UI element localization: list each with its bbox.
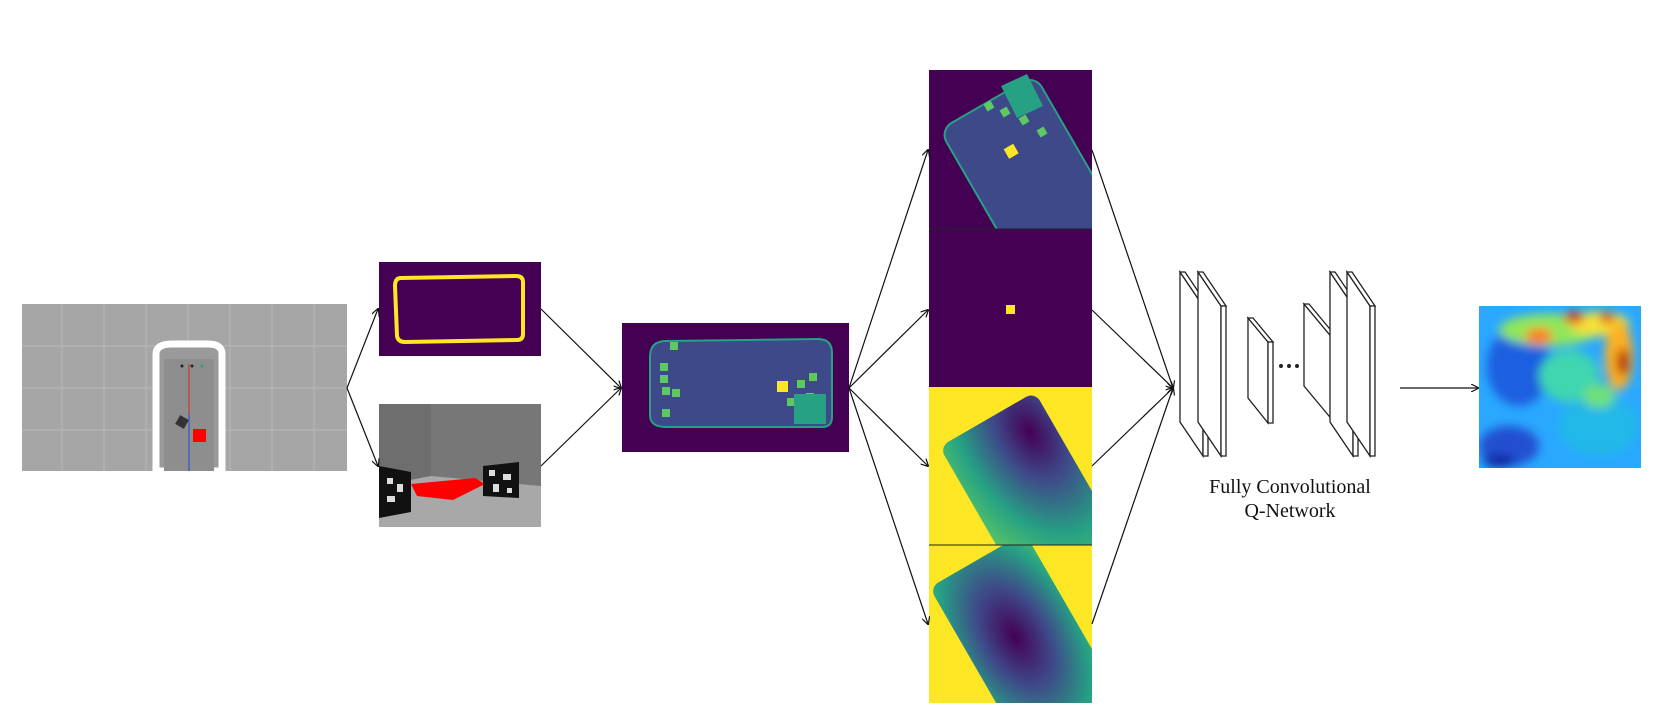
conv-layer-block — [1345, 269, 1377, 459]
distance-field-map-1 — [929, 387, 1092, 545]
network-caption: Fully Convolutional Q-Network — [1180, 475, 1400, 523]
channel-stack-dividers — [929, 228, 1092, 546]
fiducial-marker-left — [379, 466, 411, 518]
distance-field-map-2 — [929, 545, 1092, 703]
rotated-state-map — [929, 70, 1092, 229]
conv-layer-block — [1246, 316, 1275, 425]
fiducial-marker-right — [483, 462, 519, 498]
arrow-icon — [540, 388, 621, 467]
arrow-icon — [848, 387, 928, 466]
network-label-line1: Fully Convolutional — [1209, 476, 1371, 498]
arrow-icon — [1091, 388, 1173, 467]
arrow-icon — [1091, 309, 1173, 388]
conv-layer-block — [1196, 269, 1228, 459]
boundary-map — [379, 262, 541, 356]
arrow-icon — [848, 387, 928, 624]
arrow-icon — [1091, 149, 1173, 388]
camera-view — [379, 404, 541, 527]
arrow-icon — [1091, 388, 1173, 625]
q-value-heatmap — [1479, 306, 1641, 468]
network-label-line2: Q-Network — [1244, 500, 1336, 522]
network-layers — [1178, 269, 1377, 459]
arrow-icon — [540, 308, 621, 388]
goal-position-map — [929, 229, 1092, 387]
arrow-icon — [346, 309, 378, 389]
combined-state-map — [622, 323, 849, 452]
arrow-icon — [848, 150, 928, 389]
simulation-topdown-view — [22, 304, 347, 471]
ellipsis-icon — [1279, 364, 1299, 368]
arrow-icon — [346, 387, 378, 466]
arrow-icon — [848, 310, 928, 389]
